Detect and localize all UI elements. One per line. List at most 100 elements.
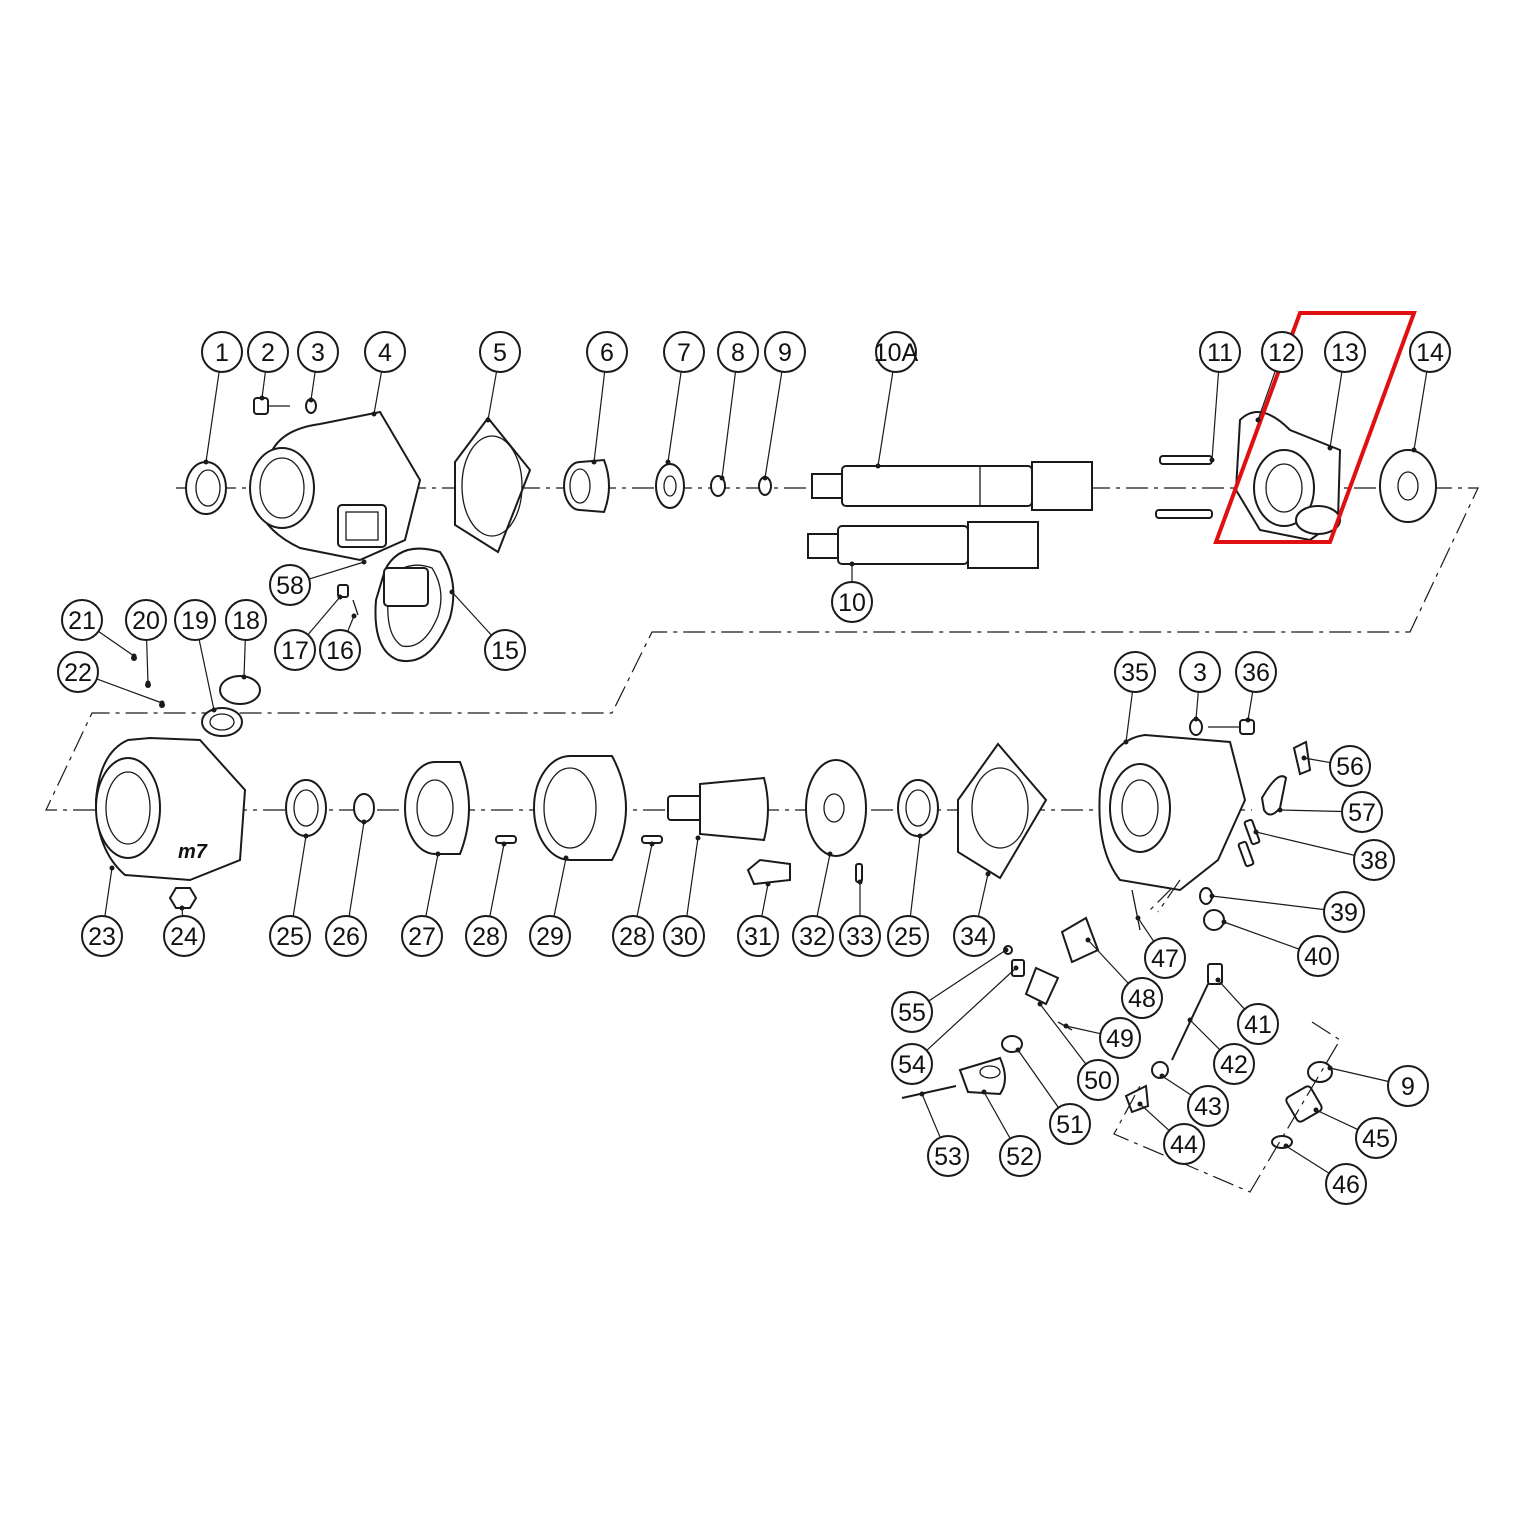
axis-lines <box>45 487 1479 911</box>
callout-23: 23 <box>81 915 123 957</box>
leader-dot-33 <box>857 879 863 885</box>
leader-dot-57 <box>1277 807 1283 813</box>
callout-circle-36 <box>1235 651 1277 693</box>
callout-28b: 28 <box>612 915 654 957</box>
callout-circle-25b <box>887 915 929 957</box>
callout-circle-50 <box>1077 1059 1119 1101</box>
callout-50: 50 <box>1077 1059 1119 1101</box>
callout-circle-3a <box>297 331 339 373</box>
leader-dot-52 <box>981 1089 987 1095</box>
callout-label-48: 48 <box>1128 985 1156 1013</box>
callout-circle-23 <box>81 915 123 957</box>
leader-dot-7 <box>665 459 671 465</box>
leader-9b <box>1329 1067 1389 1083</box>
callout-circle-9b <box>1387 1065 1429 1107</box>
leader-53 <box>921 1093 941 1138</box>
callout-53: 53 <box>927 1135 969 1177</box>
callout-label-39: 39 <box>1330 899 1358 927</box>
leader-36 <box>1247 691 1254 721</box>
callout-13: 13 <box>1324 331 1366 373</box>
callout-circle-18 <box>225 599 267 641</box>
leader-dot-51 <box>1015 1047 1021 1053</box>
leader-5 <box>487 371 498 421</box>
callout-47: 47 <box>1144 937 1186 979</box>
leader-dot-24 <box>179 905 185 911</box>
callout-circle-57 <box>1341 791 1383 833</box>
part-11-pins <box>1155 455 1213 519</box>
callout-label-29: 29 <box>536 923 564 951</box>
callout-39: 39 <box>1323 891 1365 933</box>
callout-circle-45 <box>1355 1117 1397 1159</box>
leader-48 <box>1087 939 1129 984</box>
callout-label-45: 45 <box>1362 1125 1390 1153</box>
part-5-gasket <box>454 416 532 554</box>
leader-38 <box>1255 831 1355 856</box>
part-8-ring <box>710 475 726 497</box>
callout-label-1: 1 <box>215 339 229 367</box>
leader-3a <box>310 371 316 401</box>
leader-dot-5 <box>485 417 491 423</box>
leader-dot-6 <box>591 459 597 465</box>
callout-label-9a: 9 <box>778 339 792 367</box>
callout-circle-22 <box>57 651 99 693</box>
leader-47 <box>1137 917 1155 942</box>
part-48-valve-sleeve <box>1060 916 1100 964</box>
callout-circle-26 <box>325 915 367 957</box>
leader-58 <box>308 561 365 580</box>
callout-label-54: 54 <box>898 1051 926 1079</box>
callout-circle-52 <box>999 1135 1041 1177</box>
callout-circle-25a <box>269 915 311 957</box>
callout-label-8: 8 <box>731 339 745 367</box>
part-10A-anvil-long <box>811 461 1093 511</box>
callout-57: 57 <box>1341 791 1383 833</box>
part-40-plug <box>1203 909 1225 931</box>
callout-26: 26 <box>325 915 367 957</box>
leader-49 <box>1065 1025 1101 1035</box>
callout-circle-41 <box>1237 1003 1279 1045</box>
leader-dot-1 <box>203 459 209 465</box>
callout-30: 30 <box>663 915 705 957</box>
callout-label-50: 50 <box>1084 1067 1112 1095</box>
callout-label-23: 23 <box>88 923 116 951</box>
callout-label-17: 17 <box>281 637 309 665</box>
brand-logo: m7 <box>178 841 208 863</box>
leader-dot-58 <box>361 559 367 565</box>
callout-label-38: 38 <box>1360 847 1388 875</box>
callout-label-9b: 9 <box>1401 1073 1415 1101</box>
callout-58: 58 <box>269 564 311 606</box>
callout-label-6: 6 <box>600 339 614 367</box>
leader-15 <box>451 591 492 636</box>
callout-circle-2 <box>247 331 289 373</box>
callout-label-12: 12 <box>1268 339 1296 367</box>
leader-26 <box>348 821 365 917</box>
callout-circle-10 <box>831 581 873 623</box>
leader-2 <box>261 371 267 399</box>
callout-label-41: 41 <box>1244 1011 1272 1039</box>
callout-circle-13 <box>1324 331 1366 373</box>
callout-8: 8 <box>717 331 759 373</box>
leader-dot-49 <box>1063 1023 1069 1029</box>
part-46-screen <box>1271 1135 1293 1149</box>
part-30-rotor <box>667 776 769 842</box>
leader-dot-39 <box>1209 893 1215 899</box>
leader-dot-4 <box>371 411 377 417</box>
callout-label-51: 51 <box>1056 1111 1084 1139</box>
callout-circle-56 <box>1329 745 1371 787</box>
callout-55: 55 <box>891 991 933 1033</box>
callout-circle-19 <box>174 599 216 641</box>
part-12-13-hammer-cage <box>1234 411 1342 542</box>
leader-11 <box>1211 371 1220 461</box>
leader-29 <box>553 857 567 917</box>
callout-label-20: 20 <box>132 607 160 635</box>
callout-circle-6 <box>586 331 628 373</box>
leader-dot-26 <box>361 819 367 825</box>
callout-46: 46 <box>1325 1163 1367 1205</box>
callout-label-52: 52 <box>1006 1143 1034 1171</box>
part-38-pins <box>1237 818 1261 868</box>
leader-6 <box>593 371 606 463</box>
part-35-handle-housing <box>1098 733 1247 892</box>
leader-dot-34 <box>985 871 991 877</box>
callout-54: 54 <box>891 1043 933 1085</box>
